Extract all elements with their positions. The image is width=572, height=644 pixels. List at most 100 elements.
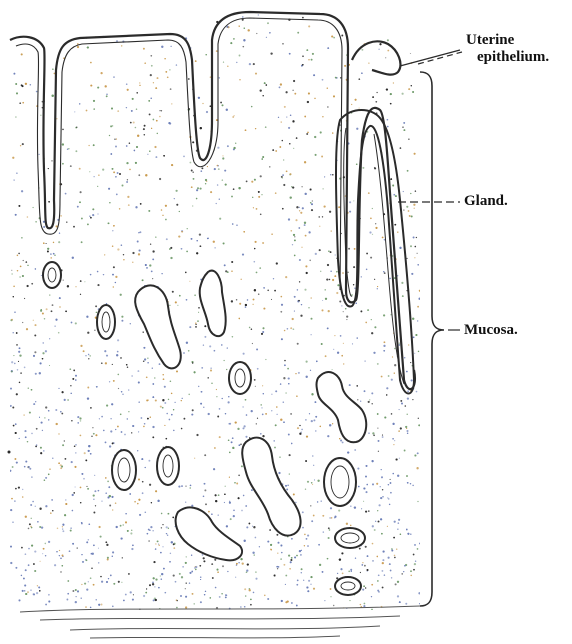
stipple-dot [414,257,415,258]
stipple-dot [98,15,99,16]
stipple-dot [170,381,171,382]
stipple-dot [18,205,20,207]
stipple-dot [145,174,147,176]
stipple-dot [306,272,308,274]
stipple-dot [226,109,228,111]
stipple-dot [369,231,371,233]
stipple-dot [375,18,377,20]
uterine-epithelium-label-line1: Uterine [466,32,514,48]
stipple-dot [149,150,150,151]
stipple-dot [367,131,368,132]
stipple-dot [280,311,282,313]
stipple-dot [227,65,229,67]
stipple-dot [113,76,114,77]
stipple-dot [18,351,20,353]
stipple-dot [217,165,219,167]
stipple-dot [176,607,178,609]
stipple-dot [168,20,169,21]
stipple-dot [35,506,36,507]
stipple-dot [311,393,313,395]
uterine-epithelium-fold [352,41,400,74]
stipple-dot [86,110,88,112]
stipple-dot [25,83,27,85]
stipple-dot [143,360,145,362]
stipple-dot [22,275,24,277]
stipple-dot [60,467,62,469]
stipple-dot [180,595,182,597]
stipple-dot [137,450,138,451]
stipple-dot [299,281,300,282]
stipple-dot [356,128,358,130]
stipple-dot [108,486,110,488]
stipple-dot [106,95,108,97]
stipple-dot [51,499,53,501]
stipple-dot [233,188,235,190]
uterine-epithelium-leader-dash [418,52,462,64]
stipple-dot [25,261,27,263]
stipple-dot [138,232,139,233]
stipple-dot [322,571,324,573]
stipple-dot [418,592,420,594]
stipple-dot [361,72,363,74]
stipple-dot [315,154,317,156]
stipple-dot [304,222,306,224]
stipple-dot [407,414,408,415]
stipple-dot [227,347,228,348]
stipple-dot [144,358,146,360]
stipple-dot [390,93,392,95]
stipple-dot [299,207,300,208]
stipple-dot [293,80,295,82]
stipple-dot [186,25,187,26]
stipple-dot [417,452,419,454]
stipple-dot [412,91,414,93]
stipple-dot [224,502,225,503]
stipple-dot [301,304,302,305]
stipple-dot [58,332,60,334]
stipple-dot [413,236,415,238]
stipple-dot [391,550,393,552]
stipple-dot [175,28,176,29]
stipple-dot [13,285,15,287]
stipple-dot [133,121,135,123]
stipple-dot [302,17,304,19]
stipple-dot [255,128,256,129]
stipple-dot [310,189,312,191]
stipple-dot [104,254,105,255]
stipple-dot [189,326,191,328]
stipple-dot [170,28,172,30]
stipple-dot [22,143,24,145]
stipple-dot [122,185,124,187]
stipple-dot [86,486,87,487]
stipple-dot [345,308,346,309]
stipple-dot [294,93,296,95]
stipple-dot [27,441,28,442]
stipple-dot [30,84,32,86]
stipple-dot [223,360,224,361]
stipple-dot [325,298,327,300]
gland-section [135,285,181,368]
stipple-dot [211,563,213,565]
stipple-dot [355,99,357,101]
stipple-dot [123,524,124,525]
stipple-dot [93,512,95,514]
stipple-dot [245,595,247,597]
stipple-dot [115,502,117,504]
stipple-dot [373,435,375,437]
stipple-dot [353,11,355,13]
stipple-dot [131,375,132,376]
stipple-dot [314,98,315,99]
stipple-dot [266,37,267,38]
stipple-dot [311,209,313,211]
stipple-dot [253,526,255,528]
stipple-dot [64,440,65,441]
stipple-dot [196,434,198,436]
stipple-dot [320,271,321,272]
stipple-dot [330,251,332,253]
stipple-dot [222,565,224,567]
stipple-dot [370,257,372,259]
stipple-dot [348,248,350,250]
stipple-dot [293,148,294,149]
stipple-dot [194,567,195,568]
stipple-dot [304,289,306,291]
stipple-dot [159,116,161,118]
